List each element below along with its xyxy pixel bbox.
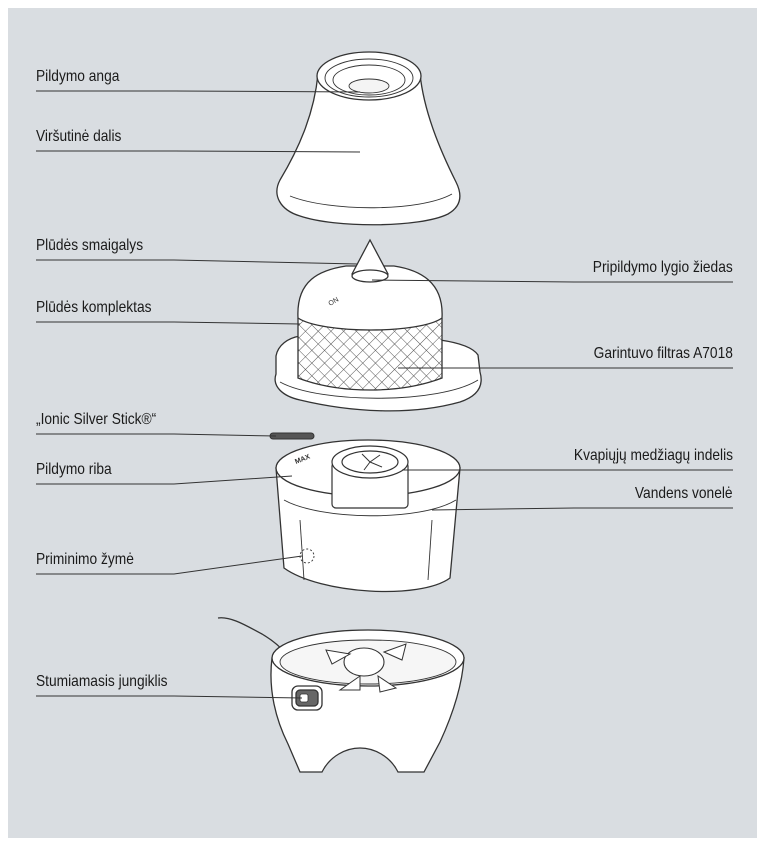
label-pripildymo-lygio-ziedas: Pripildymo lygio žiedas (593, 259, 733, 277)
label-priminimo-zyme: Priminimo žymė (36, 551, 134, 569)
label-stumiamasis-jungiklis: Stumiamasis jungiklis (36, 673, 168, 691)
label-kvapiuju-indelis: Kvapiųjų medžiagų indelis (574, 447, 733, 465)
base-unit (218, 618, 464, 772)
label-virsutine-dalis: Viršutinė dalis (36, 128, 121, 146)
label-ionic-silver-stick: „Ionic Silver Stick®“ (36, 411, 156, 429)
top-cover (277, 52, 460, 225)
label-garintuvo-filtras: Garintuvo filtras A7018 (594, 345, 733, 363)
label-pildymo-riba: Pildymo riba (36, 461, 112, 479)
fragrance-container (332, 446, 408, 508)
ionic-silver-stick (270, 433, 314, 439)
float-assembly: ON (275, 240, 481, 411)
label-pludes-smaigalys: Plūdės smaigalys (36, 237, 143, 255)
label-pludes-komplektas: Plūdės komplektas (36, 299, 151, 317)
label-vandens-vonele: Vandens vonelė (635, 485, 733, 503)
label-pildymo-anga: Pildymo anga (36, 68, 119, 86)
